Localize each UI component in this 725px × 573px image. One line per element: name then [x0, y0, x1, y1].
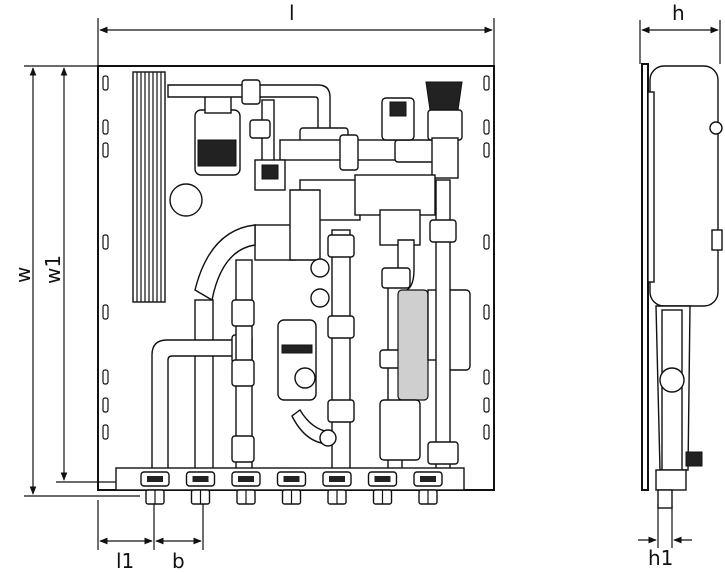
side-knob-lower — [711, 229, 723, 251]
outlet-connections — [140, 471, 443, 505]
left-pipe-loop — [151, 224, 256, 471]
plate-heat-exchanger — [132, 71, 166, 303]
dimension-label-h1: h1 — [648, 546, 673, 570]
mixing-block — [254, 174, 436, 261]
outlet-connection — [185, 471, 216, 505]
middle-pipes — [291, 229, 355, 471]
right-pipes — [379, 179, 471, 471]
dimension-label-h: h — [672, 1, 685, 25]
dimension-label-w1: w1 — [41, 255, 65, 284]
side-cover — [649, 65, 719, 307]
outlet-connection — [140, 471, 170, 505]
side-valve — [685, 451, 703, 467]
outlet-connection — [276, 471, 307, 505]
side-rail — [655, 469, 687, 491]
dimension-l: l — [97, 1, 495, 66]
top-pipework — [167, 79, 441, 191]
side-sensor — [659, 367, 685, 393]
front-view — [97, 65, 495, 505]
outlet-connection — [413, 471, 443, 505]
outlet-connection — [231, 471, 261, 505]
dimension-w1: w1 — [41, 67, 120, 483]
side-outlet — [657, 489, 673, 509]
side-mounting-plate — [641, 63, 649, 491]
dimension-label-w: w — [11, 267, 35, 283]
dimension-label-b: b — [172, 549, 185, 573]
dimension-w: w — [11, 65, 140, 497]
gauge-circle — [169, 183, 203, 217]
mounting-slots — [102, 75, 490, 440]
dimension-h1: h1 — [638, 505, 692, 570]
circulation-pump — [194, 94, 241, 176]
dimension-label-l1: l1 — [116, 549, 134, 573]
flow-sensor — [277, 319, 317, 401]
dimension-label-l: l — [289, 1, 295, 25]
dimension-h: h — [639, 1, 721, 64]
outlet-connection — [322, 471, 352, 505]
thermostatic-valves — [381, 81, 463, 179]
side-knob — [709, 121, 723, 135]
side-view — [641, 63, 723, 509]
outlet-connection — [367, 471, 398, 505]
side-bracket — [647, 91, 655, 283]
dimension-l1-b: l1 b — [97, 500, 204, 573]
